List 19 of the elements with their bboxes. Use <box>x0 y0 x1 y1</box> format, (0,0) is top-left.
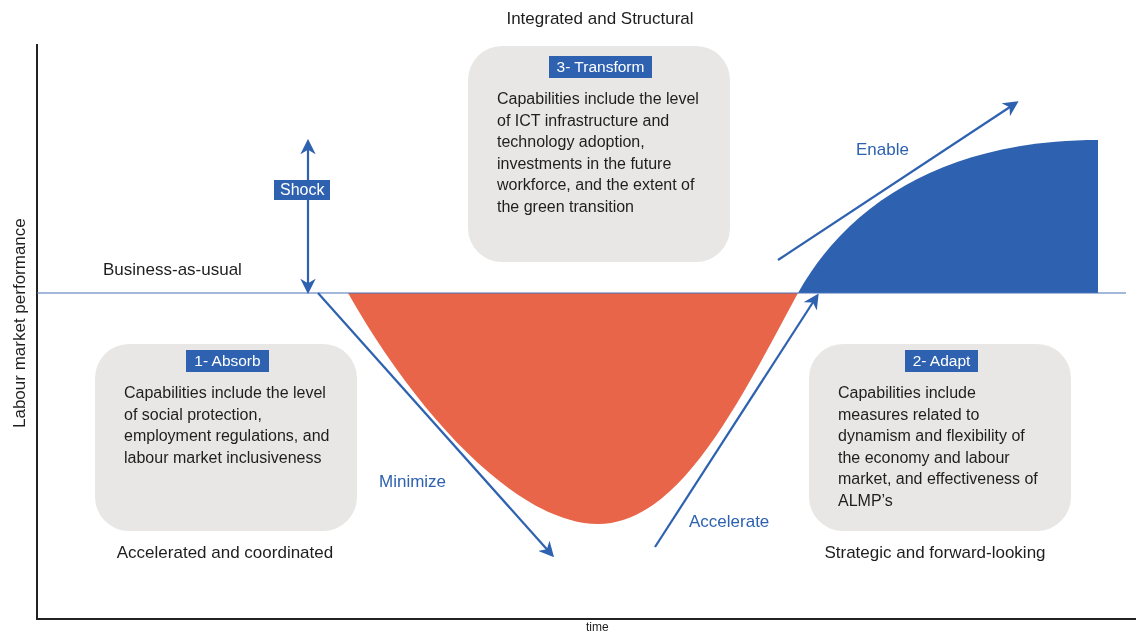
arrow-label: Accelerate <box>689 512 770 532</box>
card-description: Capabilities include measures related to dynamism and flexibility of the economy and labour market, and effectiveness of ALMP’s <box>838 383 1039 511</box>
card-title: 1- Absorb <box>186 350 269 372</box>
card-title: 3- Transform <box>548 56 653 78</box>
strategy-caption: Accelerated and coordinated <box>115 543 335 563</box>
strategy-caption: Strategic and forward-looking <box>823 543 1047 563</box>
axis-label: Labour market performance <box>10 218 30 428</box>
arrow-label: Minimize <box>379 472 447 492</box>
axis-label: time <box>586 620 609 634</box>
strategy-caption: Integrated and Structural <box>505 9 695 29</box>
arrow-label: Enable <box>856 140 909 160</box>
arrow-label: Shock <box>274 180 331 200</box>
capability-card <box>468 46 730 262</box>
card-description: Capabilities include the level of social protection, employment regulations, and labour market inclusiveness <box>124 383 331 468</box>
card-description: Capabilities include the level of ICT infrastructure and technology adoption, investments in the future workforce, and the extent of the green transition <box>497 89 700 217</box>
baseline-label: Business-as-usual <box>103 260 242 280</box>
card-title: 2- Adapt <box>904 350 979 372</box>
capability-card <box>809 344 1071 531</box>
capability-card <box>95 344 357 531</box>
